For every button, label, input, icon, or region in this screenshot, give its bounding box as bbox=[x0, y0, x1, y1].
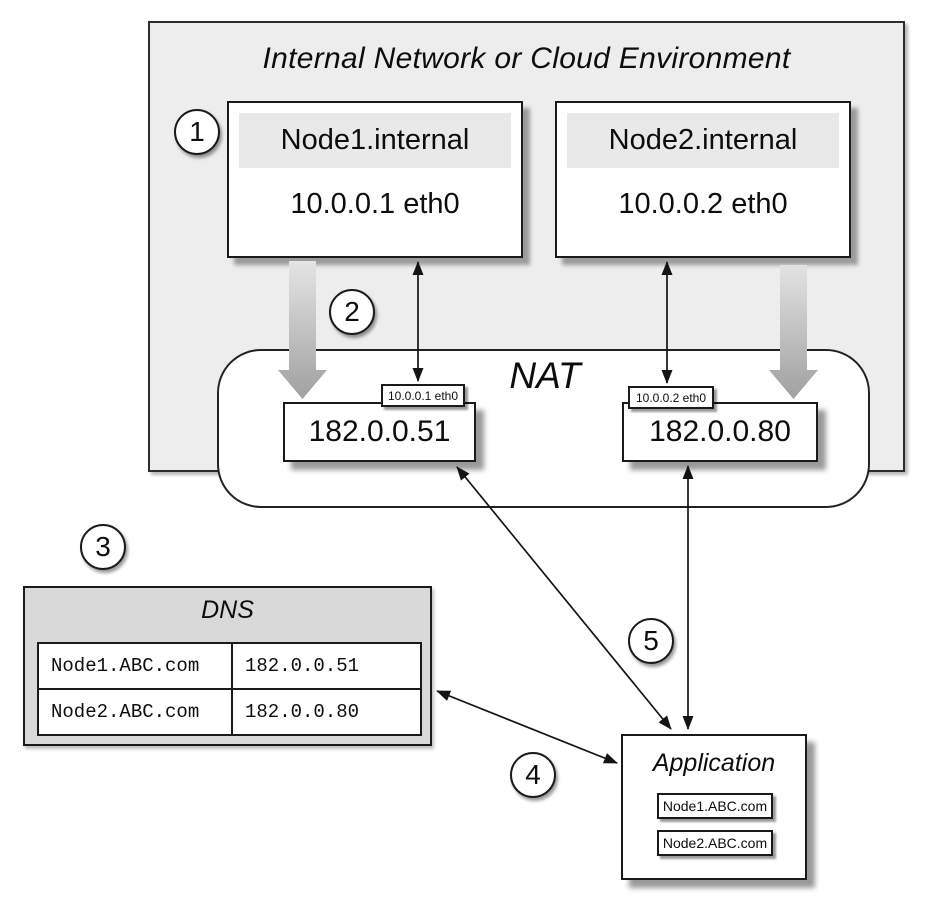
step-2-badge: 2 bbox=[329, 289, 375, 335]
dns-record-host: Node1.ABC.com bbox=[39, 644, 233, 688]
node2-name: Node2.internal bbox=[567, 113, 839, 168]
dns-record-ip: 182.0.0.80 bbox=[245, 701, 360, 723]
dns-record-ip: 182.0.0.51 bbox=[245, 655, 360, 677]
dns-record-row: Node2.ABC.com 182.0.0.80 bbox=[39, 690, 420, 734]
step-3-badge: 3 bbox=[80, 524, 126, 570]
node1-name: Node1.internal bbox=[239, 113, 511, 168]
nat-title: NAT bbox=[509, 355, 581, 396]
nat-interface-tag-1: 10.0.0.1 eth0 bbox=[381, 384, 465, 407]
node1-address: 10.0.0.1 eth0 bbox=[290, 188, 460, 220]
step-5-badge: 5 bbox=[628, 618, 674, 664]
dns-table: Node1.ABC.com 182.0.0.51 Node2.ABC.com 1… bbox=[37, 642, 422, 736]
dns-record-host: Node2.ABC.com bbox=[39, 690, 233, 734]
application-box: Application Node1.ABC.com Node2.ABC.com bbox=[621, 734, 807, 880]
nat-interface-tag-2: 10.0.0.2 eth0 bbox=[628, 386, 714, 409]
dns-box: DNS Node1.ABC.com 182.0.0.51 Node2.ABC.c… bbox=[23, 586, 432, 746]
internal-environment-title: Internal Network or Cloud Environment bbox=[262, 42, 791, 75]
application-hostname-1: Node1.ABC.com bbox=[657, 793, 773, 819]
dns-title: DNS bbox=[201, 596, 254, 624]
nat-public-ip-1: 182.0.0.51 bbox=[283, 402, 476, 462]
step-1-badge: 1 bbox=[174, 109, 220, 155]
application-title: Application bbox=[652, 749, 776, 777]
node2-box: Node2.internal 10.0.0.2 eth0 bbox=[555, 101, 851, 258]
application-hostname-2: Node2.ABC.com bbox=[657, 830, 773, 856]
node2-address: 10.0.0.2 eth0 bbox=[618, 188, 788, 220]
nat-public-ip-2: 182.0.0.80 bbox=[622, 402, 818, 462]
step-4-badge: 4 bbox=[510, 752, 556, 798]
node1-box: Node1.internal 10.0.0.1 eth0 bbox=[227, 101, 523, 258]
dns-record-row: Node1.ABC.com 182.0.0.51 bbox=[39, 644, 420, 690]
